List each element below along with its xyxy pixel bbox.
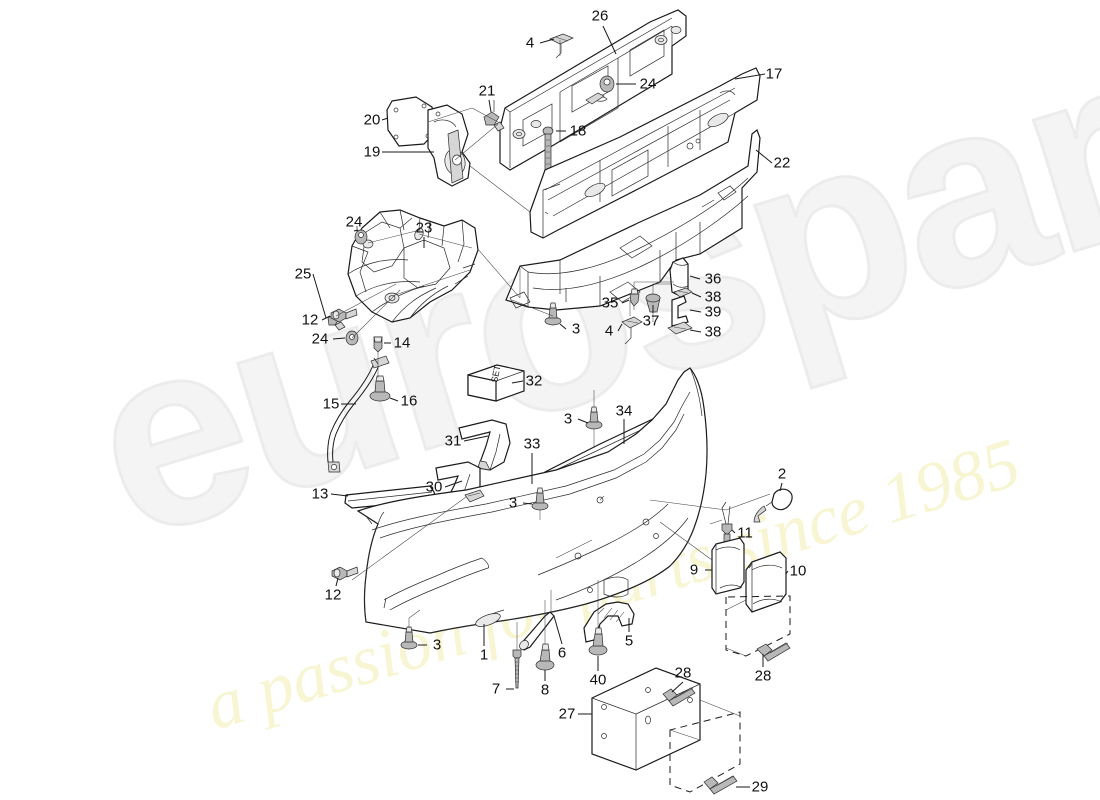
- part-label-19: 19: [363, 143, 381, 161]
- part-label-24-b: 24: [345, 213, 363, 231]
- part-label-13: 13: [311, 485, 329, 503]
- part-label-24-c: 24: [311, 330, 329, 348]
- part-label-28-a: 28: [674, 664, 692, 682]
- part-label-21: 21: [478, 82, 496, 100]
- phantom-outline-plate: [669, 711, 741, 793]
- part-15-cable: [327, 355, 390, 473]
- part-35-screw: [629, 288, 640, 310]
- part-label-38-a: 38: [704, 288, 722, 306]
- part-20-bracket-plate: [386, 96, 438, 147]
- set-box-text: SET: [489, 364, 503, 384]
- part-22-rear-valance: [505, 129, 761, 311]
- part-label-9: 9: [689, 561, 699, 579]
- part-label-7: 7: [491, 680, 501, 698]
- part-23-carrier-bracket: [347, 209, 479, 323]
- part-label-28-b: 28: [754, 667, 772, 685]
- part-label-24-a: 24: [639, 75, 657, 93]
- part-label-12-a: 12: [301, 311, 319, 329]
- part-label-14: 14: [393, 334, 411, 352]
- part-32-set-box: SET: [467, 364, 525, 402]
- part-9-reflector-housing: [711, 537, 745, 595]
- part-24-nut-bracket-lower: [345, 330, 359, 346]
- part-label-34: 34: [615, 402, 633, 420]
- part-label-37: 37: [642, 312, 660, 330]
- part-label-4-a: 4: [525, 34, 535, 52]
- part-label-36: 36: [704, 270, 722, 288]
- part-label-29: 29: [751, 778, 769, 796]
- part-label-2: 2: [777, 465, 787, 483]
- part-1-bumper-cover: [351, 367, 708, 634]
- part-24-nut-bracket-top: [354, 226, 368, 245]
- part-label-20: 20: [363, 111, 381, 129]
- part-3-clip-d: [400, 609, 421, 650]
- part-label-27: 27: [558, 705, 576, 723]
- part-12-fastener-lower: [331, 566, 359, 581]
- part-29-bolt: [703, 775, 738, 795]
- part-2-cover-cap: [753, 488, 793, 523]
- part-label-30: 30: [425, 478, 443, 496]
- part-label-18: 18: [569, 122, 587, 140]
- part-36-bump-stop: [669, 257, 689, 297]
- part-label-38-b: 38: [704, 323, 722, 341]
- part-label-16: 16: [400, 392, 418, 410]
- part-label-31: 31: [444, 432, 462, 450]
- part-label-3-d: 3: [432, 636, 442, 654]
- part-label-6: 6: [557, 644, 567, 662]
- part-label-17: 17: [765, 65, 783, 83]
- part-label-3-b: 3: [563, 410, 573, 428]
- part-28-bolt-right: [756, 642, 791, 662]
- part-37-grommet: [645, 293, 661, 322]
- part-label-33: 33: [523, 435, 541, 453]
- part-label-26: 26: [591, 7, 609, 25]
- part-4-clip-nut-top: [549, 33, 574, 59]
- part-label-40: 40: [589, 671, 607, 689]
- part-40-clip: [588, 580, 608, 656]
- part-16-clip: [369, 375, 391, 402]
- part-12-fastener-upper: [330, 308, 358, 323]
- part-label-1: 1: [479, 646, 489, 664]
- part-24-nut-top: [599, 75, 615, 93]
- part-8-clip: [535, 600, 555, 671]
- part-14-grommet: [373, 336, 383, 353]
- part-label-4-b: 4: [604, 322, 614, 340]
- part-19-housing: [427, 104, 471, 187]
- part-label-23: 23: [415, 219, 433, 237]
- part-label-22: 22: [773, 154, 791, 172]
- leader-bracket-small-parts: [633, 281, 674, 294]
- part-3-clip-b: [585, 406, 603, 448]
- projection-lines: [335, 40, 771, 611]
- part-label-12-b: 12: [324, 586, 342, 604]
- part-label-25: 25: [294, 265, 312, 283]
- part-label-35: 35: [601, 294, 619, 312]
- leader-lines: [312, 25, 789, 788]
- part-31-trim-strip: [458, 419, 511, 471]
- part-38-plate-lower: [667, 321, 693, 335]
- part-28-bolt-plate: [662, 687, 696, 707]
- part-label-32: 32: [525, 372, 543, 390]
- part-38-plate-upper: [673, 287, 693, 298]
- part-label-15: 15: [322, 395, 340, 413]
- phantom-outline-right: [725, 595, 791, 657]
- part-3-clip-c: [531, 487, 549, 520]
- part-label-11: 11: [737, 524, 753, 542]
- part-label-39: 39: [704, 303, 722, 321]
- part-label-3-a: 3: [571, 320, 581, 338]
- part-17-impact-beam: [529, 67, 761, 239]
- part-4-clip-nut-lower: [621, 316, 643, 345]
- part-7-bolt: [512, 622, 522, 689]
- part-label-3-c: 3: [508, 494, 518, 512]
- part-label-10: 10: [789, 562, 807, 580]
- part-label-5: 5: [624, 632, 634, 650]
- part-label-8: 8: [540, 681, 550, 699]
